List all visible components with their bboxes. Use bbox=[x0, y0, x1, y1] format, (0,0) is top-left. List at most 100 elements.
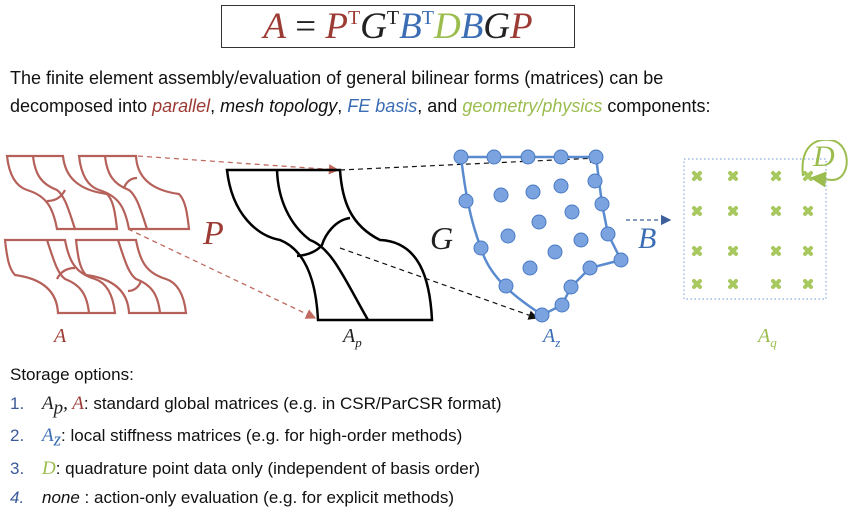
arrow-D-loop bbox=[801, 140, 848, 188]
intro-text-span: decomposed into bbox=[10, 96, 153, 116]
basis-node bbox=[594, 196, 610, 212]
basis-node bbox=[458, 193, 474, 209]
term-mesh-topology: mesh topology bbox=[220, 96, 338, 116]
arrow-P-bottom bbox=[127, 228, 317, 319]
math-A: A bbox=[72, 392, 84, 414]
intro-text: The finite element assembly/evaluation o… bbox=[10, 64, 850, 120]
label-Az: Az bbox=[543, 325, 560, 351]
math-D: D bbox=[42, 458, 56, 480]
basis-node bbox=[588, 149, 604, 165]
formula-P: P bbox=[510, 6, 533, 47]
intro-line-1: The finite element assembly/evaluation o… bbox=[10, 68, 664, 88]
math-sub: z bbox=[53, 429, 62, 451]
basis-node bbox=[531, 214, 547, 230]
quadrature-point bbox=[771, 279, 781, 289]
basis-node bbox=[486, 149, 502, 165]
intro-text-span: components: bbox=[602, 96, 711, 116]
formula-transpose-mark: T bbox=[421, 7, 434, 29]
item-none: none bbox=[42, 487, 80, 507]
item-number: 2. bbox=[10, 426, 25, 446]
label-base: A bbox=[343, 325, 356, 347]
formula-B-transpose: B bbox=[399, 6, 422, 47]
storage-item: 4. none : action-only evaluation (e.g. fo… bbox=[10, 484, 502, 512]
formula-equals: = bbox=[285, 6, 326, 47]
assembly-formula: A = PTGTBTDBGP bbox=[221, 5, 575, 48]
quadrature-point bbox=[728, 246, 738, 256]
quadrature-point bbox=[803, 246, 813, 256]
intro-line-2: decomposed into parallel, mesh topology,… bbox=[10, 92, 850, 120]
label-sub: p bbox=[355, 335, 362, 350]
math-comma: , bbox=[63, 392, 73, 414]
quadrature-point bbox=[728, 206, 738, 216]
formula-D: D bbox=[433, 6, 461, 47]
formula-G: G bbox=[483, 6, 511, 47]
intro-text-span: , and bbox=[417, 96, 463, 116]
mesh-piece bbox=[74, 238, 188, 315]
basis-node bbox=[553, 149, 569, 165]
storage-item: 2.Az: local stiffness matrices (e.g. for… bbox=[10, 422, 502, 455]
storage-item: 3. D: quadrature point data only (indepen… bbox=[10, 455, 502, 484]
quadrature-point bbox=[692, 206, 702, 216]
mesh-piece bbox=[77, 154, 191, 231]
quadrature-point bbox=[728, 279, 738, 289]
label-sub: z bbox=[555, 335, 561, 350]
basis-node bbox=[600, 226, 616, 242]
basis-node bbox=[563, 279, 579, 295]
topology-mesh-Ap bbox=[225, 168, 434, 322]
quadrature-point bbox=[771, 246, 781, 256]
term-parallel: parallel bbox=[152, 96, 211, 116]
basis-node bbox=[525, 184, 541, 200]
label-base: A bbox=[543, 325, 556, 347]
basis-node bbox=[564, 204, 580, 220]
storage-options: Storage options: 1.Ap, A: standard globa… bbox=[10, 361, 502, 512]
arrow-G-bottom bbox=[339, 247, 539, 320]
basis-node bbox=[613, 252, 629, 268]
basis-node bbox=[473, 240, 489, 256]
item-text: : quadrature point data only (independen… bbox=[55, 459, 481, 479]
intro-text-span: , bbox=[337, 96, 348, 116]
formula-P-transpose: P bbox=[325, 6, 348, 47]
term-fe-basis: FE basis bbox=[347, 96, 418, 116]
basis-node bbox=[493, 187, 509, 203]
fe-element-Az bbox=[453, 149, 629, 323]
formula-G-transpose: G bbox=[360, 6, 387, 47]
item-text: : action-only evaluation (e.g. for expli… bbox=[79, 487, 455, 507]
item-text: : standard global matrices (e.g. in CSR/… bbox=[83, 393, 502, 413]
basis-node bbox=[498, 278, 514, 294]
math-A: A bbox=[42, 425, 54, 447]
basis-node bbox=[554, 297, 570, 313]
operator-B: B bbox=[638, 222, 657, 255]
arrow-G-top bbox=[339, 153, 600, 171]
assembly-diagram bbox=[3, 140, 848, 323]
quadrature-point bbox=[692, 279, 702, 289]
item-number: 4. bbox=[10, 487, 25, 507]
quadrature-point bbox=[771, 206, 781, 216]
basis-node bbox=[573, 232, 589, 248]
item-number: 1. bbox=[10, 393, 25, 413]
basis-node bbox=[522, 260, 538, 276]
label-base: A bbox=[758, 325, 771, 347]
formula-A: A bbox=[263, 6, 286, 47]
math-A: A bbox=[42, 392, 54, 414]
basis-node bbox=[500, 228, 516, 244]
operator-G: G bbox=[430, 220, 454, 256]
label-Ap: Ap bbox=[343, 325, 362, 351]
quadrature-point bbox=[692, 246, 702, 256]
basis-node bbox=[587, 173, 603, 189]
item-number: 3. bbox=[10, 459, 25, 479]
quadrature-point bbox=[803, 171, 813, 181]
basis-node bbox=[534, 307, 550, 323]
mesh-piece bbox=[5, 154, 119, 231]
arrow-P-top bbox=[137, 155, 340, 175]
quadrature-point bbox=[692, 171, 702, 181]
math-sub: p bbox=[53, 396, 64, 418]
quadrature-point bbox=[728, 171, 738, 181]
quadrature-point bbox=[771, 171, 781, 181]
label-Aq: Aq bbox=[758, 325, 777, 351]
formula-B: B bbox=[460, 6, 484, 47]
label-sub: q bbox=[770, 335, 777, 350]
basis-node bbox=[453, 149, 469, 165]
operator-D: D bbox=[813, 140, 835, 173]
basis-node bbox=[582, 260, 598, 276]
basis-node bbox=[547, 244, 563, 260]
